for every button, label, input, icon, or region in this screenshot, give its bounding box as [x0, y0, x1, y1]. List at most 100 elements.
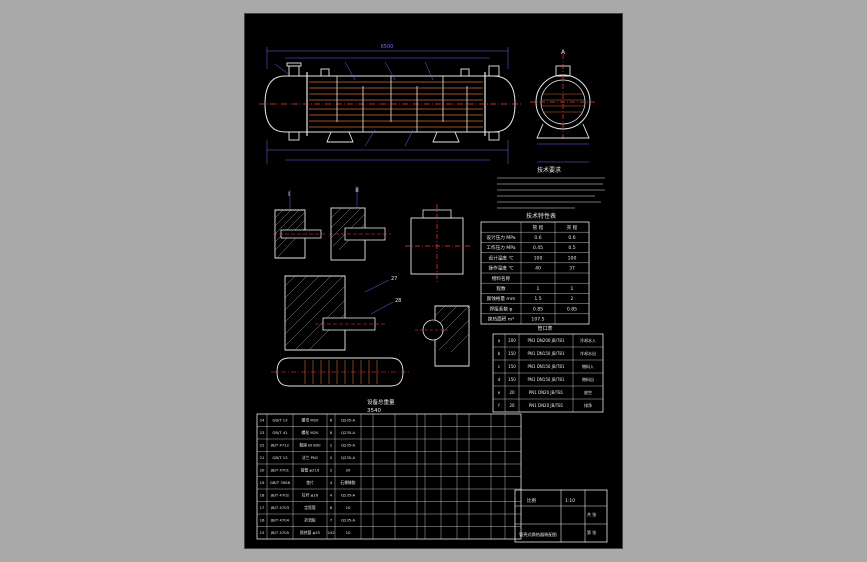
tech-table-cell: 腐蚀裕量 mm	[487, 295, 516, 302]
parts-list-cell: 20	[346, 468, 351, 473]
side-view-label: A	[561, 49, 566, 56]
title-block-scale-value: 1:10	[565, 498, 575, 504]
tech-table-cell: 100	[568, 255, 577, 261]
tech-table-cell: 1	[537, 286, 540, 292]
parts-list-cell: Q235-A	[341, 518, 356, 523]
title-block-sheet-number: 第 张	[587, 529, 596, 535]
nozzle-table-cell: PN1 DN20 JB/T81	[529, 403, 564, 408]
parts-list-cell: GB/T 3906	[270, 480, 291, 485]
nozzle-table-cell: c	[498, 364, 500, 369]
parts-list-cell: 19	[260, 480, 265, 485]
nozzle-table-cell: 20	[509, 390, 515, 395]
parts-list-cell: 20	[260, 468, 265, 473]
title-block	[514, 489, 608, 543]
parts-list-cell: JB/T 4701	[270, 468, 290, 473]
parts-list-cell: Q235-A	[341, 455, 356, 460]
title-block-drawing-name: 管壳式换热器装配图	[519, 531, 557, 538]
weld-detail-view	[415, 305, 470, 367]
nozzle-table-cell: 排净	[584, 402, 592, 408]
parts-list-cell: 8	[330, 505, 333, 510]
main-elevation-view	[259, 47, 523, 164]
parts-list-cell: GB/T 13	[272, 418, 288, 423]
tech-table-cell: 1	[571, 286, 574, 292]
parts-list-cell: 21	[260, 455, 265, 460]
nozzle-table-cell: e	[498, 390, 501, 395]
parts-list-cell: 2	[330, 443, 333, 448]
parts-list-cell: 8	[330, 430, 333, 435]
parts-list-cell: 换热管 φ25	[300, 530, 321, 535]
parts-list-cell: Q235-A	[341, 430, 356, 435]
parts-list-cell: 螺栓 M20	[302, 430, 319, 435]
parts-list-cell: 10	[346, 505, 351, 510]
flange-section-view	[405, 204, 471, 282]
tech-table-cell: 焊接系数 φ	[490, 305, 513, 312]
tech-table-cell: 0.6	[534, 235, 541, 241]
parts-list-cell: JB/T 4702	[270, 493, 290, 498]
tech-table-cell: 0.85	[567, 306, 577, 312]
tech-table-cell: 0.45	[533, 245, 543, 251]
tech-table-cell: 0.6	[568, 235, 575, 241]
tech-table-title: 技术特性表	[526, 212, 556, 220]
nozzle-table-cell: 20	[509, 403, 515, 408]
tech-table-cell: 壳 程	[567, 224, 578, 231]
tech-table-cell: 设计压力 MPa	[486, 234, 515, 241]
nozzle-table-cell: 200	[508, 338, 516, 343]
total-weight-value: 3540	[367, 408, 381, 414]
nozzle-table-cell: 150	[508, 364, 516, 369]
nozzle-table-cell: 冷却水出	[580, 350, 596, 356]
tubesheet-section-view	[284, 275, 394, 351]
parts-list-cell: 石棉橡胶	[340, 480, 355, 485]
tech-table-cell: 0.85	[533, 306, 543, 312]
tech-table-cell: 设计温度 ℃	[489, 254, 514, 261]
parts-list-cell: 法兰 PN1	[302, 455, 319, 460]
parts-list-cell: 18	[260, 493, 265, 498]
parts-list-cell: 定距管	[304, 505, 316, 510]
nozzle-table-cell: d	[498, 377, 501, 382]
drawing-sheet: 6500 A 技术要求	[244, 13, 623, 549]
tech-table-cell: 操作温度 ℃	[489, 265, 514, 272]
tech-table-cell: 换热面积 m²	[488, 316, 514, 323]
tech-table-cell: 40	[535, 266, 541, 272]
parts-list-cell: 2	[330, 468, 333, 473]
nozzle-table-cell: 放空	[584, 389, 592, 395]
nozzle-table-cell: PN1 DN150 JB/T81	[527, 377, 564, 382]
nozzle-table-cell: 150	[508, 351, 516, 356]
parts-list-cell: 鞍座 BI 800	[300, 443, 322, 448]
parts-list-cell: 16	[260, 518, 265, 523]
parts-list-cell: 242	[327, 530, 335, 535]
parts-list-cell: 23	[260, 430, 265, 435]
tech-table-cell: 1.5	[534, 296, 541, 302]
tube-bundle-view	[271, 357, 409, 387]
total-weight-label: 设备总重量	[367, 398, 395, 406]
parts-list-cell: Q235-A	[341, 418, 356, 423]
detail-view-i	[273, 190, 327, 259]
drawing-canvas: 6500 A 技术要求	[256, 44, 608, 543]
parts-list-cell: 22	[260, 443, 265, 448]
parts-list-cell: 拉杆 φ16	[302, 493, 319, 498]
nozzle-table-cell: PN1 DN20 JB/T81	[529, 390, 564, 395]
nozzle-table-cell: 物料入	[582, 363, 594, 369]
parts-list-cell: JB/T 4704	[270, 518, 290, 523]
tech-table-cell: 管 程	[533, 224, 544, 231]
nozzle-table-cell: a	[498, 338, 501, 343]
parts-list-cell: GB/T 41	[272, 430, 288, 435]
tech-table-cell: 程数	[496, 285, 506, 292]
side-view	[530, 54, 597, 163]
detail-label-ii: II	[355, 187, 359, 194]
overall-length-dimension: 6500	[381, 44, 394, 50]
nozzle-table-cell: PN1 DN150 JB/T81	[527, 364, 564, 369]
nozzle-table-cell: 150	[508, 377, 516, 382]
nozzle-table-cell: f	[498, 403, 500, 408]
parts-list-cell: 接管 φ219	[301, 468, 320, 473]
nozzle-table-cell: PN1 DN150 JB/T81	[527, 351, 564, 356]
detail-label-i: I	[288, 191, 290, 198]
parts-list-cell: 15	[260, 530, 265, 535]
tech-table-cell: 107.5	[531, 317, 544, 323]
parts-list-cell: 10	[346, 530, 351, 535]
parts-list-cell: 折流板	[304, 518, 316, 523]
tech-table-cell: 工作压力 MPa	[486, 244, 515, 251]
title-block-sheets-total: 共 张	[587, 511, 596, 517]
parts-list-cell: JB/T 4712	[270, 443, 290, 448]
